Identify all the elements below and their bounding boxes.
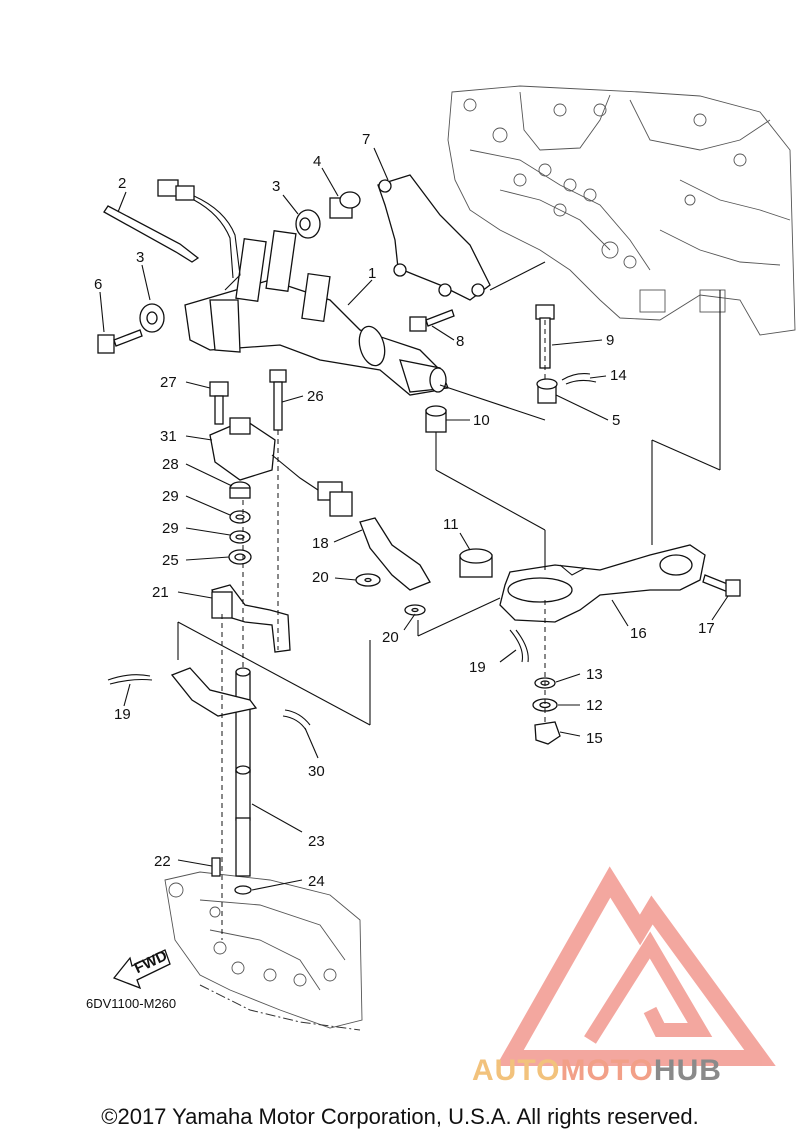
lever-19-left [107,667,258,717]
watermark-moto: MOTO [560,1054,654,1087]
bolt-26 [269,369,287,431]
callout-19b: 19 [114,706,131,723]
fwd-arrow-icon: FWD [112,947,171,990]
automotohub-logo [496,866,776,1066]
bracket-7 [377,174,491,301]
callout-30: 30 [308,763,325,780]
collar-4 [329,191,361,219]
washer-29a [229,510,251,524]
bolt-17 [702,574,741,597]
watermark-hub: HUB [653,1054,722,1087]
clip-14 [561,373,597,385]
cable-tie [103,205,200,263]
callout-11: 11 [443,516,459,533]
callout-7: 7 [362,131,370,148]
callout-12: 12 [586,697,603,714]
washer-20a [355,573,381,587]
shift-lever-16 [499,544,706,623]
nut-15 [534,721,561,745]
callout-5: 5 [612,412,620,429]
callout-28: 28 [162,456,179,473]
part-code: 6DV1100-M260 [86,996,177,1011]
callout-29b: 29 [162,520,179,537]
pin-22 [211,857,221,877]
callout-31: 31 [160,428,177,445]
callout-6: 6 [94,276,102,293]
callout-16: 16 [630,625,647,642]
watermark-text: AUTOMOTOHUB [472,1054,722,1088]
o-ring-24 [234,885,252,895]
callout-3a: 3 [136,249,144,266]
callout-20b: 20 [382,629,399,646]
collar-28 [229,481,251,499]
collar-5 [536,378,558,404]
callout-17: 17 [698,620,715,637]
wire-connector [157,179,241,291]
shift-rod-23 [235,667,251,877]
washer-29b [229,530,251,544]
callout-19a: 19 [469,659,486,676]
callout-24: 24 [308,873,325,890]
collar-25 [228,549,252,565]
callout-4: 4 [313,153,321,170]
copyright-notice: ©2017 Yamaha Motor Corporation, U.S.A. A… [101,1104,699,1129]
lower-housing-outline [164,871,363,1031]
callout-13: 13 [586,666,603,683]
callout-18: 18 [312,535,329,552]
bushing-11 [459,548,493,578]
connection-lines [177,261,721,940]
callout-15: 15 [586,730,603,747]
callout-20a: 20 [312,569,329,586]
callout-3b: 3 [272,178,280,195]
bolt-27 [209,381,229,425]
neutral-switch-31 [209,417,353,517]
callout-2: 2 [118,175,126,192]
callout-10: 10 [473,412,490,429]
callout-27: 27 [160,374,177,391]
callout-labels: 1 2 3 3 4 5 6 7 8 9 10 11 12 13 14 15 16… [94,131,715,890]
collar-10 [425,405,447,433]
callout-22: 22 [154,853,171,870]
bolt-8 [409,309,455,332]
callout-26: 26 [307,388,324,405]
grommet-3a [139,303,165,333]
callout-29a: 29 [162,488,179,505]
clip-30 [282,709,311,731]
lever-18 [359,517,431,591]
bolt-6 [97,329,143,354]
lever-19-right [509,629,529,663]
callout-14: 14 [610,367,627,384]
callout-23: 23 [308,833,325,850]
callout-9: 9 [606,332,614,349]
washer-20b [404,604,426,616]
watermark-auto: AUTO [472,1054,561,1087]
engine-block-outline [447,85,796,336]
callout-8: 8 [456,333,464,350]
callout-25: 25 [162,552,179,569]
callout-1: 1 [368,265,376,282]
leader-lines [99,147,729,891]
callout-21: 21 [152,584,169,601]
grommet-3b [295,209,321,239]
